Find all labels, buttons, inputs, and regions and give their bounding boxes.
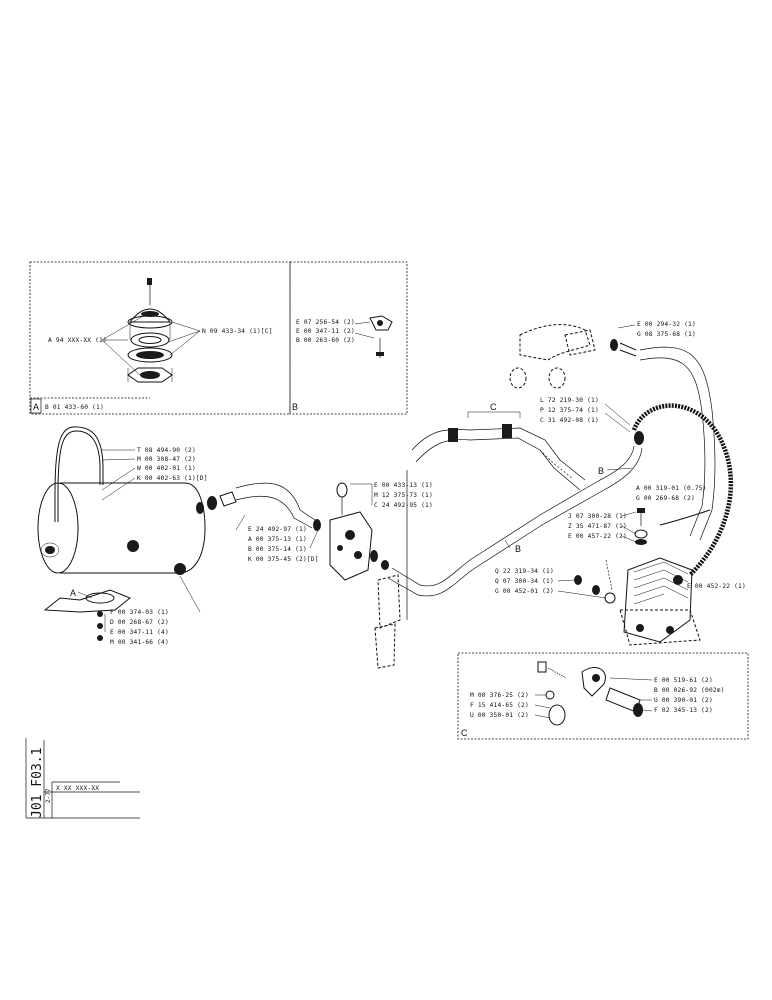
air-tank: A xyxy=(37,426,206,641)
main-pipe xyxy=(387,424,643,620)
compressor-right-label-2: G 00 269-68 (2) xyxy=(636,495,695,502)
compressor-top-label-2: G 08 375-68 (1) xyxy=(637,331,696,338)
section-c-right-label-2: B 00 026-92 (002m) xyxy=(654,687,725,694)
pipe-label-2: P 12 375-74 (1) xyxy=(540,407,599,414)
tank-pipe-fittings xyxy=(196,482,321,531)
upper-fitting xyxy=(610,339,716,541)
section-c-left-label-3: U 00 350-01 (2) xyxy=(470,712,529,719)
compressor-mid-label-3: E 00 457-22 (2) xyxy=(568,533,627,540)
section-c-right-label-3: U 00 390-01 (2) xyxy=(654,697,713,704)
compressor-top-label-1: E 00 294-32 (1) xyxy=(637,321,696,328)
tank-bottom-label-3: E 00 347-11 (4) xyxy=(110,629,169,636)
title-part-number: X XX XXX-XX xyxy=(56,785,99,792)
section-b-label-2: E 00 347-11 (2) xyxy=(296,328,355,335)
compressor-left-label-3: G 00 452-01 (2) xyxy=(495,588,554,595)
valve-label-1: E 00 433-13 (1) xyxy=(374,482,433,489)
compressor-left-label-2: Q 07 300-34 (1) xyxy=(495,578,554,585)
compressor-mid-label-1: J 07 300-28 (1) xyxy=(568,513,627,520)
compressor-left-label-1: Q 22 319-34 (1) xyxy=(495,568,554,575)
inset-section-c: C xyxy=(457,652,749,740)
section-a-right-label: N 09 433-34 (1)[C] xyxy=(202,328,273,335)
section-c-left-label-2: F 15 414-65 (2) xyxy=(470,702,529,709)
drawing-code: J01 F03.1 xyxy=(30,748,45,818)
section-b-marker: B xyxy=(292,402,298,412)
section-a-marker: A xyxy=(33,402,39,412)
pipe-label-3: C 31 492-08 (1) xyxy=(540,417,599,424)
compressor xyxy=(619,508,711,646)
tank-bottom-label-1: F 00 374-03 (1) xyxy=(110,609,169,616)
compressor-right-label-1: A 00 319-01 (0.75) xyxy=(636,485,707,492)
section-b-label-1: E 07 256-54 (2) xyxy=(296,319,355,326)
fitting-label-2: A 00 375-13 (1) xyxy=(248,536,307,543)
pipe-marker-b1: B xyxy=(598,466,604,476)
drawing-date: 2-77 xyxy=(45,788,52,803)
pipe-marker-c: C xyxy=(490,402,497,412)
tank-label-2: M 00 308-47 (2) xyxy=(137,456,196,463)
section-a-ref: B 01 433-60 (1) xyxy=(45,404,104,411)
inset-section-a: A B 01 433-60 (1) A 94 XXX-XX (1) N 09 4… xyxy=(29,261,291,415)
fitting-label-3: B 00 375-14 (1) xyxy=(248,546,307,553)
valve-label-3: C 24 492-95 (1) xyxy=(374,502,433,509)
tank-label-4: K 00 402-63 (1)[D] xyxy=(137,475,208,482)
section-c-left-label-1: M 00 376-25 (2) xyxy=(470,692,529,699)
compressor-right-low-label: E 00 452-22 (1) xyxy=(687,583,746,590)
section-c-right-label-4: F 02 345-13 (2) xyxy=(654,707,713,714)
pipe-marker-b2: B xyxy=(515,544,521,554)
inset-section-b: B E 07 256-54 (2) E 00 347-11 (2) B 00 2… xyxy=(289,261,408,415)
pipe-label-1: L 72 219-30 (1) xyxy=(540,397,599,404)
fitting-label-4: K 00 375-45 (2)[D] xyxy=(248,556,319,563)
tank-marker: A xyxy=(70,588,76,598)
upper-bracket xyxy=(509,324,596,389)
tank-label-1: T 08 494-90 (2) xyxy=(137,447,196,454)
section-b-label-3: B 00 263-60 (2) xyxy=(296,337,355,344)
tank-bottom-label-2: D 00 268-67 (2) xyxy=(110,619,169,626)
section-a-exploded-part xyxy=(127,278,173,383)
title-block: J01 F03.1 2-77 X XX XXX-XX xyxy=(25,738,140,819)
tank-label-3: W 00 402-01 (1) xyxy=(137,465,196,472)
valve-label-2: M 12 375-73 (1) xyxy=(374,492,433,499)
section-c-right-label-1: E 00 519-61 (2) xyxy=(654,677,713,684)
fitting-label-1: E 24 492-97 (1) xyxy=(248,526,307,533)
section-a-left-label: A 94 XXX-XX (1) xyxy=(48,337,107,344)
valve-assembly xyxy=(329,482,401,669)
compressor-mid-label-2: Z 35 471-87 (1) xyxy=(568,523,627,530)
tank-bottom-label-4: M 00 341-66 (4) xyxy=(110,639,169,646)
section-c-marker: C xyxy=(461,728,468,738)
